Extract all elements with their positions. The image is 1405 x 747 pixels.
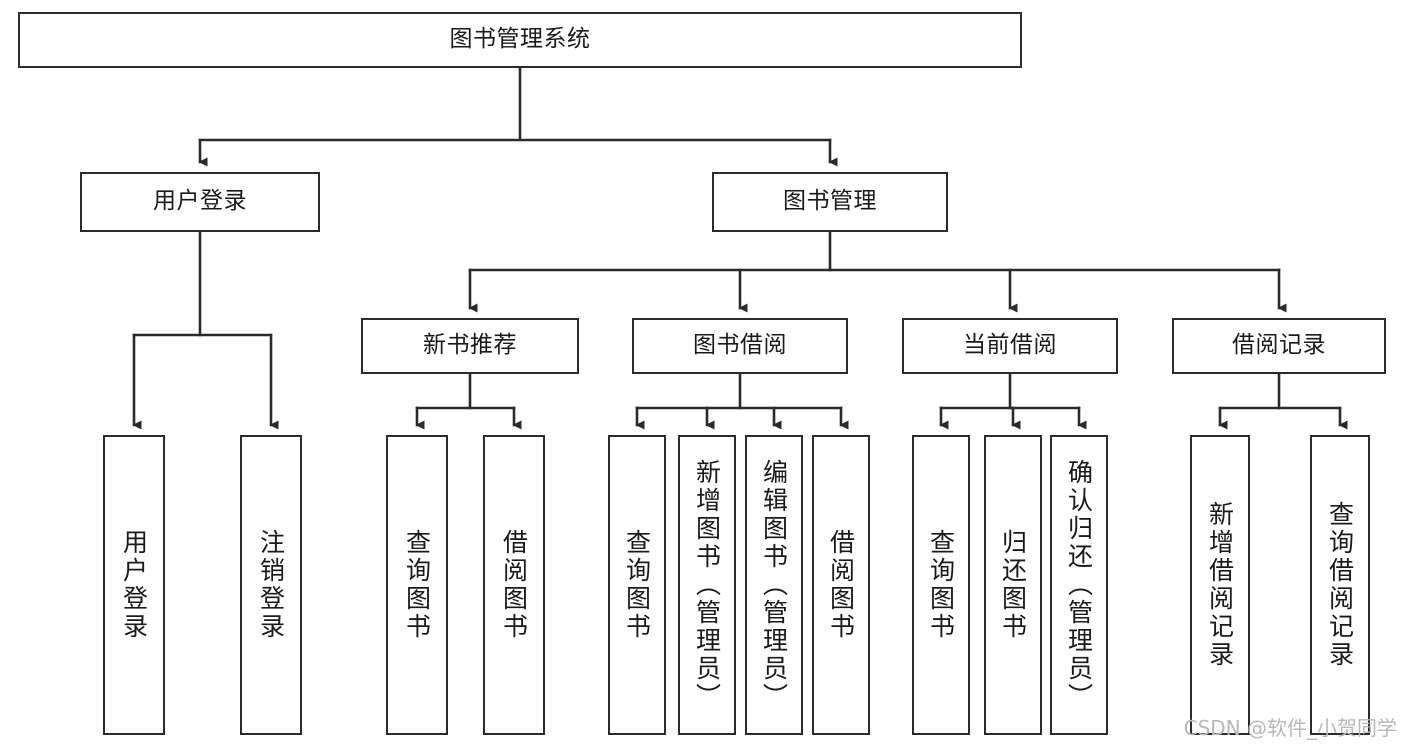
node-leaf-add-book[interactable]: 新增图书（管理员） bbox=[678, 435, 736, 735]
node-leaf-add-book-label: 新增图书（管理员） bbox=[692, 459, 722, 711]
node-leaf-edit-book[interactable]: 编辑图书（管理员） bbox=[745, 435, 803, 735]
node-new-book-recommend[interactable]: 新书推荐 bbox=[361, 318, 579, 374]
node-leaf-query-book-3[interactable]: 查询图书 bbox=[912, 435, 970, 735]
node-leaf-query-book-2-label: 查询图书 bbox=[622, 529, 652, 641]
node-leaf-borrow-book-1-label: 借阅图书 bbox=[499, 529, 529, 641]
node-leaf-query-borrow-record[interactable]: 查询借阅记录 bbox=[1310, 435, 1370, 735]
node-leaf-return-book[interactable]: 归还图书 bbox=[984, 435, 1042, 735]
node-leaf-query-book-2[interactable]: 查询图书 bbox=[608, 435, 666, 735]
node-borrow-record-label: 借阅记录 bbox=[1232, 332, 1326, 359]
node-user-login[interactable]: 用户登录 bbox=[80, 172, 320, 232]
node-leaf-borrow-book-1[interactable]: 借阅图书 bbox=[483, 435, 545, 735]
node-leaf-add-borrow-record-label: 新增借阅记录 bbox=[1205, 501, 1235, 669]
node-current-borrow-label: 当前借阅 bbox=[963, 332, 1057, 359]
node-leaf-user-logout[interactable]: 注销登录 bbox=[240, 435, 302, 735]
node-book-manage-label: 图书管理 bbox=[783, 188, 877, 215]
node-leaf-confirm-return[interactable]: 确认归还（管理员） bbox=[1050, 435, 1108, 735]
csdn-watermark: CSDN @软件_小贺同学 bbox=[1183, 716, 1397, 740]
node-leaf-return-book-label: 归还图书 bbox=[998, 529, 1028, 641]
node-leaf-confirm-return-label: 确认归还（管理员） bbox=[1064, 459, 1094, 711]
node-leaf-query-book-3-label: 查询图书 bbox=[926, 529, 956, 641]
node-root[interactable]: 图书管理系统 bbox=[18, 12, 1022, 68]
node-leaf-query-book-1-label: 查询图书 bbox=[402, 529, 432, 641]
node-leaf-borrow-book-2[interactable]: 借阅图书 bbox=[812, 435, 870, 735]
node-leaf-add-borrow-record[interactable]: 新增借阅记录 bbox=[1190, 435, 1250, 735]
node-root-label: 图书管理系统 bbox=[449, 26, 591, 53]
node-leaf-query-borrow-record-label: 查询借阅记录 bbox=[1325, 501, 1355, 669]
node-book-borrow-label: 图书借阅 bbox=[693, 332, 787, 359]
node-borrow-record[interactable]: 借阅记录 bbox=[1172, 318, 1386, 374]
node-current-borrow[interactable]: 当前借阅 bbox=[902, 318, 1118, 374]
node-leaf-query-book-1[interactable]: 查询图书 bbox=[386, 435, 448, 735]
node-leaf-borrow-book-2-label: 借阅图书 bbox=[826, 529, 856, 641]
node-leaf-user-login-label: 用户登录 bbox=[119, 529, 149, 641]
node-book-manage[interactable]: 图书管理 bbox=[712, 172, 948, 232]
node-user-login-label: 用户登录 bbox=[153, 188, 247, 215]
node-leaf-user-login[interactable]: 用户登录 bbox=[103, 435, 165, 735]
node-leaf-edit-book-label: 编辑图书（管理员） bbox=[759, 459, 789, 711]
node-new-book-recommend-label: 新书推荐 bbox=[423, 332, 517, 359]
node-leaf-user-logout-label: 注销登录 bbox=[256, 529, 286, 641]
node-book-borrow[interactable]: 图书借阅 bbox=[632, 318, 848, 374]
